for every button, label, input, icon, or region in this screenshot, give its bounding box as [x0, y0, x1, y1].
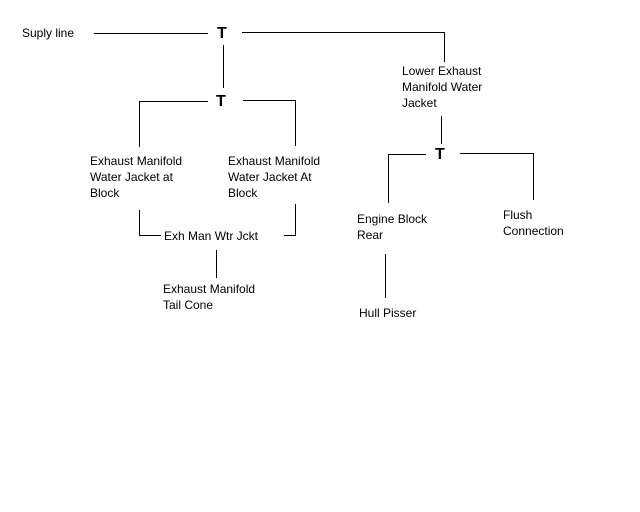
label-tail-cone: Exhaust Manifold Tail Cone	[163, 282, 256, 312]
label-exhaust-jacket-right: Exhaust Manifold Water Jacket At Block	[228, 154, 321, 200]
tee-right: T	[435, 146, 445, 163]
label-exh-man-wtr-jckt: Exh Man Wtr Jckt	[164, 229, 259, 243]
label-lower-exhaust-jacket: Lower Exhaust Manifold Water Jacket	[402, 64, 483, 110]
label-exhaust-jacket-left: Exhaust Manifold Water Jacket at Block	[90, 154, 183, 200]
label-engine-block-rear: Engine Block Rear	[357, 212, 428, 242]
label-hull-pisser: Hull Pisser	[359, 306, 417, 320]
tee-top: T	[217, 25, 227, 42]
tee-left: T	[216, 93, 226, 110]
label-flush-connection: Flush Connection	[503, 208, 564, 238]
label-supply-line: Suply line	[22, 26, 75, 40]
